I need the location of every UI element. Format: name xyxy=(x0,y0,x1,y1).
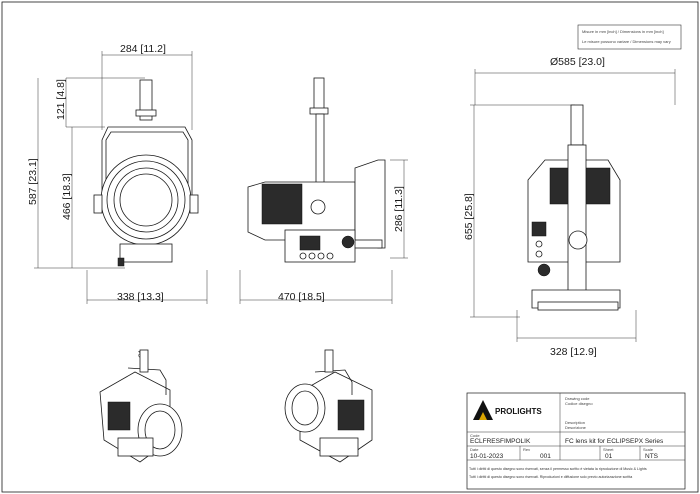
footer-line-2: Tutti i diritti di questo disegno sono r… xyxy=(469,475,632,479)
brand-name: PROLIGHTS xyxy=(495,407,542,416)
dim-side-length: 470 [18.5] xyxy=(278,291,325,303)
scale-value: NTS xyxy=(645,453,659,460)
footer-line-1: Tutti i diritti di questo disegno sono r… xyxy=(469,467,647,471)
rev-label: Rev xyxy=(523,447,530,452)
dim-rear-width: 328 [12.9] xyxy=(550,346,597,358)
dim-yoke-top: 121 [4.8] xyxy=(55,79,67,120)
scale-label: Scale xyxy=(643,447,654,452)
notes-box: Misure in mm [inch] / Dimensions in mm [… xyxy=(577,24,682,50)
dim-front-base-width: 338 [13.3] xyxy=(117,291,164,303)
desc-sub: Descrizione xyxy=(565,425,587,430)
isometric-view-right: C1 xyxy=(284,349,373,463)
date-label: Date xyxy=(470,447,479,452)
code-label: Code xyxy=(470,433,480,438)
note-line-1: Misure in mm [inch] / Dimensions in mm [… xyxy=(582,29,664,34)
desc-label: Description xyxy=(565,420,585,425)
note-line-2: Le misure possono variare / Dimensions m… xyxy=(582,39,671,44)
date-value: 10-01-2023 xyxy=(470,453,504,460)
isometric-view-left: C1 xyxy=(99,349,183,463)
dim-side-height: 286 [11.3] xyxy=(393,186,405,232)
code-value: ECLFRESFIMPOLIK xyxy=(470,438,531,445)
drawing-label: Drawing code xyxy=(565,396,590,401)
dim-rear-diameter: Ø585 [23.0] xyxy=(550,56,605,68)
description-value: FC lens kit for ECLIPSEPX Series xyxy=(565,438,664,445)
sheet-value: 01 xyxy=(605,453,613,460)
title-block: PROLIGHTS Drawing code Codice disegno De… xyxy=(466,392,686,490)
prolights-logo: PROLIGHTS xyxy=(473,400,542,420)
sheet-label: Sheet xyxy=(603,447,614,452)
dim-front-width: 284 [11.2] xyxy=(120,43,166,55)
front-view: 284 [11.2] 121 [4.8] 587 [23.1] 466 [18.… xyxy=(27,43,208,304)
rear-view: Ø585 [23.0] 655 [25.8] 328 [12.9] xyxy=(463,56,676,358)
dim-total-height: 587 [23.1] xyxy=(27,158,39,205)
rev-value: 001 xyxy=(540,453,551,460)
dim-body-height: 466 [18.3] xyxy=(61,173,73,220)
dim-rear-height: 655 [25.8] xyxy=(463,193,475,240)
side-view: 286 [11.3] 470 [18.5] xyxy=(239,77,408,304)
drawing-sub: Codice disegno xyxy=(565,401,593,406)
